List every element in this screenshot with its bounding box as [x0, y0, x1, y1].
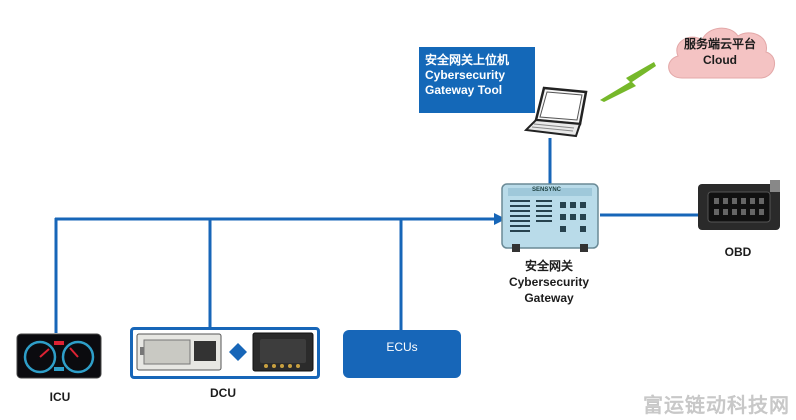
gateway-tool-label-cn: 安全网关上位机 — [425, 53, 510, 67]
cloud-label-cn: 服务端云平台 — [683, 37, 756, 51]
ecus-label: ECUs — [386, 340, 418, 354]
gateway-brand-text: SENSYNC — [532, 187, 562, 193]
icu-dashboard-image — [16, 333, 102, 379]
gateway-label-en-1: Cybersecurity — [508, 275, 590, 289]
gateway-tool-label-en-1: Cybersecurity — [425, 68, 506, 82]
dcu-connector-icon — [229, 343, 247, 361]
gateway-label-cn: 安全网关 — [524, 259, 573, 273]
gateway-tool-label-en-2: Gateway Tool — [425, 83, 503, 97]
dcu-label: DCU — [210, 386, 236, 400]
cloud-icon — [668, 27, 775, 79]
dcu-module-right-image — [252, 332, 314, 372]
watermark-text: 富运链动科技网 — [643, 395, 790, 417]
bus-arrow-head — [494, 213, 506, 225]
icu-label: ICU — [49, 390, 71, 404]
wireless-lightning-icon — [600, 62, 656, 102]
dcu-module-left-image — [136, 333, 222, 371]
gateway-device-image — [501, 183, 599, 252]
ecus-box: ECUs — [343, 330, 461, 378]
cloud-label-en: Cloud — [703, 53, 737, 67]
gateway-label-en-2: Gateway — [524, 291, 574, 305]
obd-connector-image — [698, 180, 780, 230]
dcu-group-frame — [130, 327, 320, 379]
obd-label: OBD — [724, 245, 752, 259]
gateway-label: 安全网关 Cybersecurity Gateway — [493, 258, 605, 306]
cloud-label: 服务端云平台 Cloud — [670, 36, 770, 68]
gateway-tool-label-box: 安全网关上位机 Cybersecurity Gateway Tool — [419, 47, 535, 113]
laptop-icon — [524, 86, 588, 138]
